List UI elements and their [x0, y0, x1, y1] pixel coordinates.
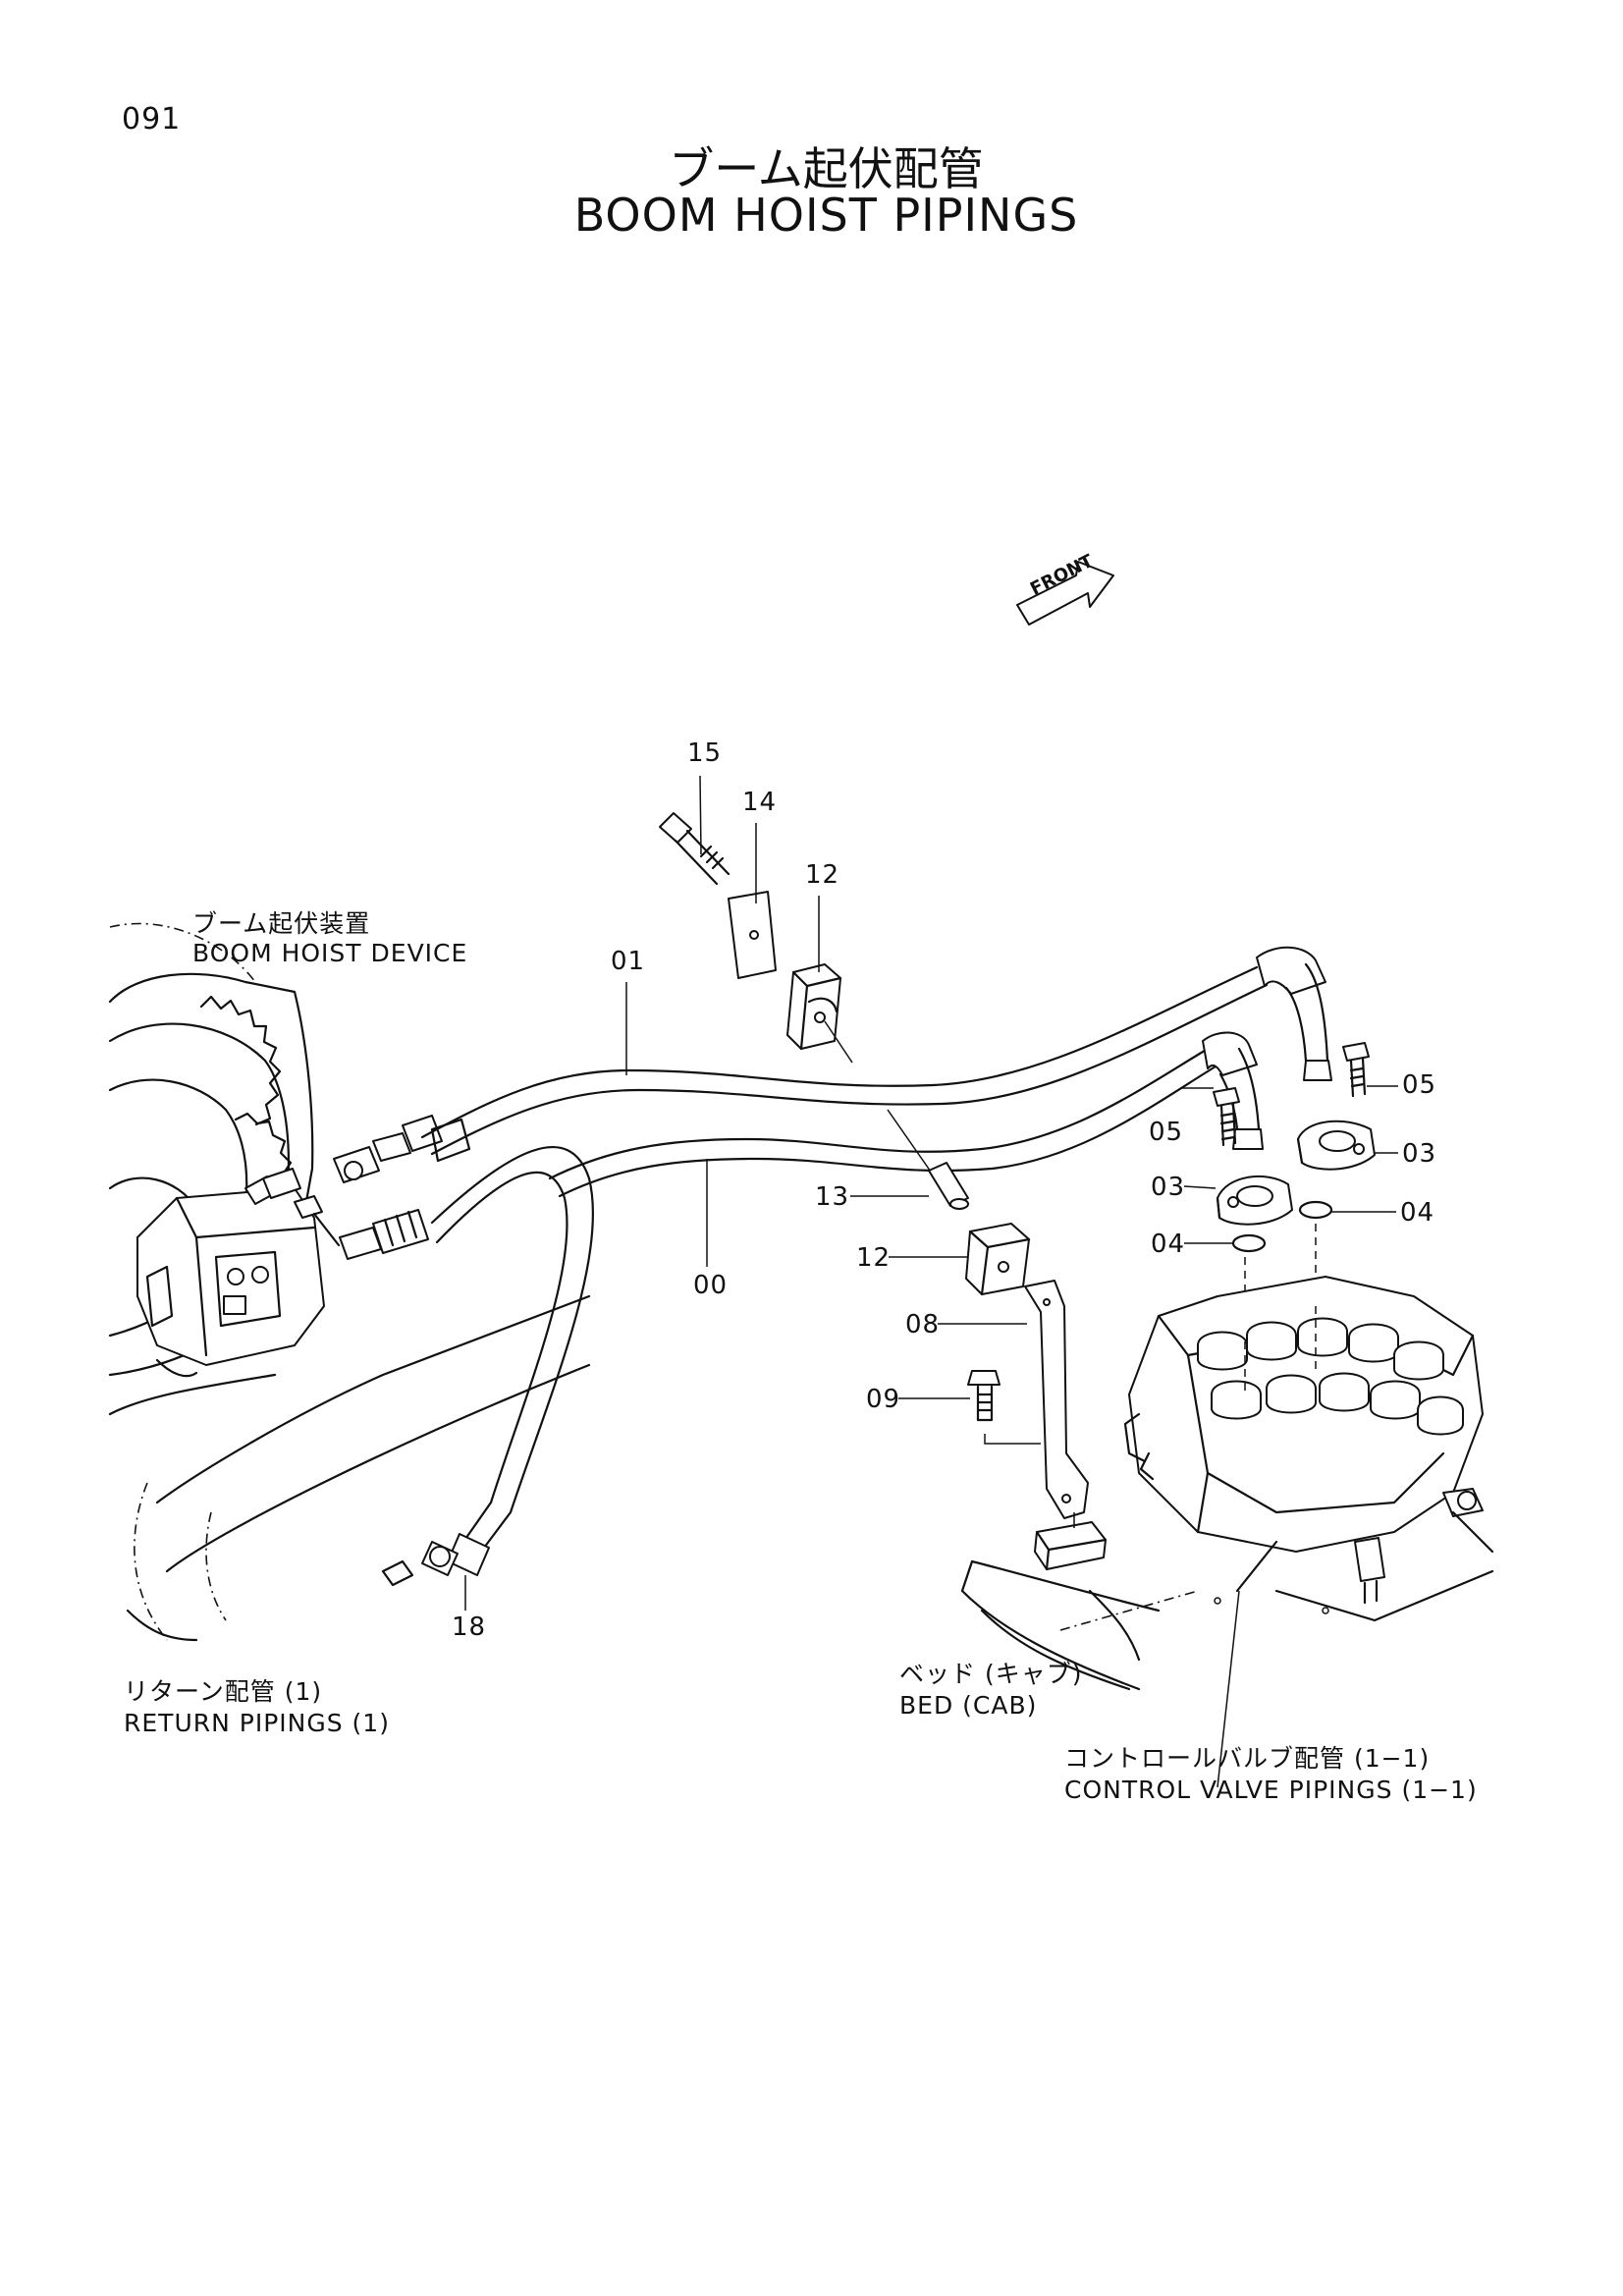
return-pipings-label-en: RETURN PIPINGS (1): [124, 1709, 390, 1737]
front-arrow-drawing: [1016, 561, 1114, 626]
pin-13-drawing: [887, 1109, 969, 1210]
bed-label-en: BED (CAB): [899, 1691, 1038, 1720]
boom-hoist-device-label-en: BOOM HOIST DEVICE: [192, 939, 468, 967]
page-number: 091: [122, 102, 182, 137]
page-title-jp: ブーム起伏配管: [669, 142, 984, 195]
part-number-05-right: 05: [1402, 1070, 1437, 1100]
page-title-en: BOOM HOIST PIPINGS: [573, 189, 1079, 242]
leader-lines: [464, 775, 1398, 1788]
boom-hoist-device-label-jp: ブーム起伏装置: [192, 909, 371, 938]
control-valve-fittings: [1213, 1042, 1376, 1336]
part-number-15: 15: [687, 738, 723, 768]
clamp-12-bottom-drawing: [965, 1223, 1031, 1296]
part-number-12-bottom: 12: [856, 1243, 892, 1273]
return-pipings-label-jp: リターン配管 (1): [124, 1677, 323, 1706]
part-number-04-left: 04: [1151, 1230, 1186, 1259]
plate-14-drawing: [728, 891, 777, 979]
part-number-14: 14: [742, 788, 778, 817]
frame-outline: [108, 1294, 591, 1642]
bed-drawing: [960, 1512, 1199, 1691]
part-number-05-left: 05: [1149, 1118, 1184, 1147]
valve-spool-caps: [1197, 1317, 1464, 1436]
part-number-18: 18: [452, 1613, 487, 1642]
control-valve-drawing: [1123, 1276, 1494, 1622]
part-number-01: 01: [611, 947, 646, 976]
part-number-09: 09: [866, 1385, 901, 1414]
part-number-04-right: 04: [1400, 1198, 1435, 1228]
bolt-15-drawing: [659, 812, 730, 886]
boom-hoist-device-drawing: [108, 922, 443, 1378]
bolt-09-drawing: [967, 1370, 1041, 1445]
part-number-08: 08: [905, 1310, 941, 1339]
hose-01: [420, 946, 1332, 1156]
part-number-03-left: 03: [1151, 1173, 1186, 1202]
control-valve-label-jp: コントロールバルブ配管 (1−1): [1064, 1744, 1431, 1773]
part-number-03-right: 03: [1402, 1139, 1437, 1169]
part-number-13: 13: [815, 1182, 850, 1212]
part-number-12-top: 12: [805, 860, 840, 890]
bed-label-jp: ベッド (キャブ): [899, 1660, 1083, 1688]
clamp-12-top-drawing: [786, 963, 853, 1064]
control-valve-label-en: CONTROL VALVE PIPINGS (1−1): [1064, 1776, 1478, 1804]
return-hose: [421, 1145, 595, 1576]
part-number-00: 00: [693, 1271, 729, 1300]
hose-00: [548, 1031, 1264, 1198]
bracket-08-drawing: [1024, 1280, 1089, 1519]
